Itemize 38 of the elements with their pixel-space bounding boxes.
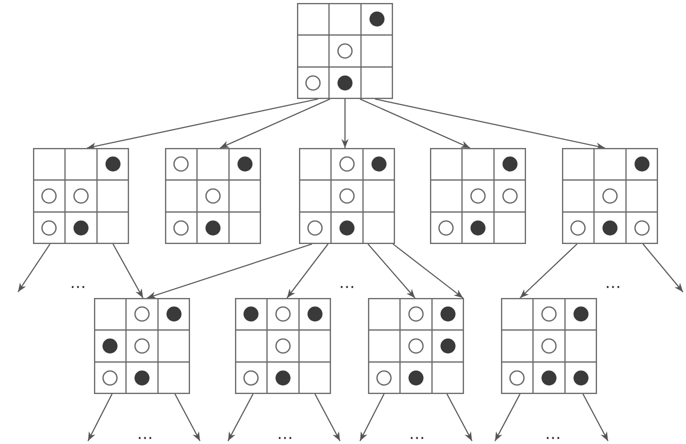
arrow (228, 394, 254, 442)
arrow (220, 98, 330, 148)
ellipsis: … (277, 426, 293, 442)
ellipsis: … (409, 426, 425, 442)
tic-tac-toe-board (235, 298, 331, 394)
arrow (360, 394, 384, 442)
tic-tac-toe-board (297, 3, 393, 99)
ellipsis: … (70, 275, 86, 291)
arrow (18, 244, 50, 292)
arrow (582, 394, 608, 442)
arrow (174, 394, 200, 442)
arrow (86, 98, 318, 150)
arrow (146, 243, 312, 299)
arrow (88, 394, 112, 442)
arrow (368, 244, 416, 298)
arrow (286, 244, 328, 298)
tic-tac-toe-board (430, 148, 526, 244)
ellipsis: … (545, 426, 561, 442)
ellipsis: … (137, 426, 153, 442)
arrow (642, 244, 684, 292)
arrow (360, 98, 470, 148)
tic-tac-toe-board (368, 298, 464, 394)
ellipsis: … (339, 275, 355, 291)
ellipsis: … (605, 275, 621, 291)
arrow (374, 98, 606, 150)
arrow (494, 394, 520, 442)
tic-tac-toe-board (501, 298, 597, 394)
tic-tac-toe-board (562, 148, 658, 244)
arrow (314, 394, 340, 442)
tic-tac-toe-board (33, 148, 129, 244)
arrow (446, 394, 472, 442)
arrow (341, 99, 349, 148)
tic-tac-toe-board (299, 148, 395, 244)
tic-tac-toe-board (165, 148, 261, 244)
arrow (112, 244, 144, 298)
tic-tac-toe-board (94, 298, 190, 394)
arrow (392, 244, 464, 298)
arrow (520, 244, 578, 298)
